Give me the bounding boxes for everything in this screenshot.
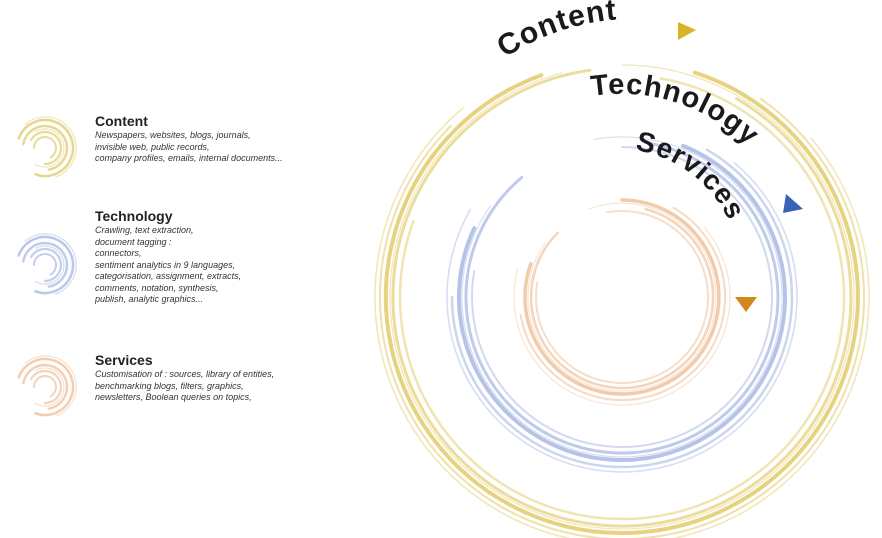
legend-text-content: Content Newspapers, websites, blogs, jou… [95,113,355,165]
ring-stroke [446,162,798,473]
legend-desc-line: invisible web, public records, [95,141,210,152]
services-arrow-icon [735,297,757,312]
ring-stroke [383,70,860,535]
technology-swirl-icon [17,233,77,295]
swirl-stroke [24,233,77,295]
ring-stroke [450,148,794,469]
swirl-stroke [32,136,57,159]
ring-stroke [464,141,780,455]
legend-text-technology: Technology Crawling, text extraction, do… [95,208,355,306]
legend-desc-line: Customisation of : sources, library of e… [95,369,275,379]
legend-desc-line: categorisation, assignment, extracts, [95,271,242,281]
ring-stroke [535,210,709,384]
swirl-stroke [32,253,57,276]
swirl-stroke [30,247,63,283]
legend-desc-line: publish, analytic graphics... [95,294,204,304]
legend-desc-line: newsletters, Boolean queries on topics, [95,392,252,402]
legend-title-services: Services [95,352,153,368]
technology-swirl-strokes [17,233,77,295]
ring-services-strokes [513,198,731,406]
ring-stroke [391,68,853,528]
legend-desc-services: Customisation of : sources, library of e… [95,369,355,404]
ring-stroke [374,107,870,538]
ring-stroke [529,207,715,390]
ring-content [374,64,870,538]
swirl-stroke [30,130,63,166]
swirl-stroke [22,363,69,410]
ring-stroke [523,198,721,396]
ring-stroke [471,146,774,448]
services-swirl-icon [17,355,77,417]
ring-stroke [519,206,727,402]
legend-desc-line: comments, notation, synthesis, [95,282,219,293]
ring-services [513,198,731,406]
ring-stroke [461,136,783,458]
swirl-stroke [22,241,69,288]
swirl-stroke [30,369,63,405]
ring-content-strokes [374,64,870,538]
swirl-stroke [34,367,65,407]
services-swirl-strokes [17,355,77,417]
swirl-stroke [22,124,69,171]
legend-desc-line: sentiment analytics in 9 languages, [95,259,236,270]
legend-desc-content: Newspapers, websites, blogs, journals, i… [95,130,355,165]
content-arrow-icon [678,22,696,40]
ring-stroke [389,64,855,530]
legend-desc-line: Crawling, text extraction, [95,225,194,235]
legend-desc-line: company profiles, emails, internal docum… [95,153,283,163]
content-swirl-strokes [17,116,77,178]
ring-label-content: Content [491,0,618,64]
concentric-rings-diagram: Content Technology Services [374,0,870,538]
ring-stroke [379,97,865,538]
legend-desc-line: connectors, [95,248,142,258]
ring-stroke [513,227,731,406]
ring-stroke [398,77,846,521]
swirl-stroke [24,116,77,178]
legend-title-content: Content [95,113,148,129]
swirl-stroke [17,357,75,417]
swirl-stroke [32,375,57,398]
legend-desc-technology: Crawling, text extraction, document tagg… [95,225,355,306]
swirl-stroke [17,118,75,178]
ring-label-content-text: Content [491,0,617,64]
legend-desc-line: Newspapers, websites, blogs, journals, [95,130,251,140]
ring-stroke [457,143,788,462]
legend-desc-line: benchmarking blogs, filters, graphics, [95,380,244,391]
legend-text-services: Services Customisation of : sources, lib… [95,352,355,404]
swirl-stroke [34,128,65,168]
swirl-stroke [17,235,75,295]
ring-technology [446,136,798,473]
ring-stroke [527,202,717,392]
legend-desc-line: document tagging : [95,236,172,247]
legend-title-technology: Technology [95,208,173,224]
swirl-stroke [34,245,65,285]
content-swirl-icon [17,116,77,178]
technology-arrow-icon [783,194,803,213]
swirl-stroke [24,355,77,417]
ring-technology-strokes [446,136,798,473]
